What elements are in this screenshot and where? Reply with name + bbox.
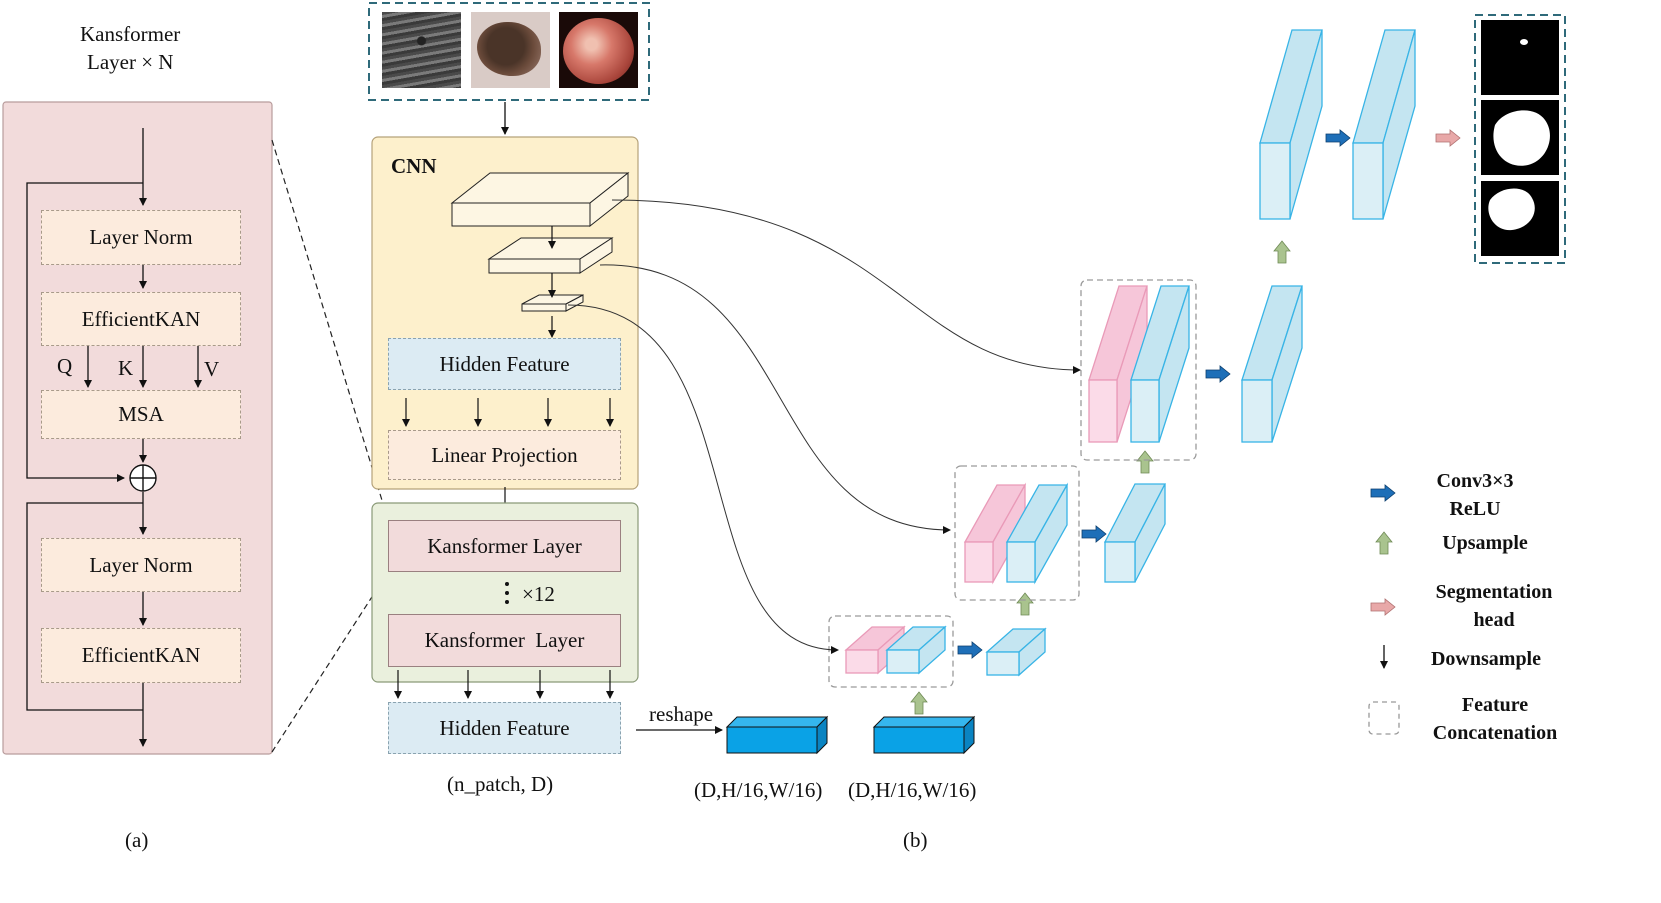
conv-arrow-3 (1205, 365, 1231, 383)
layer-norm-box-1: Layer Norm (41, 210, 241, 265)
legend-conv-line2: ReLU (1449, 498, 1501, 520)
legend-seg-line2: head (1473, 609, 1515, 631)
legend-seg-label: Segmentation head (1421, 578, 1567, 634)
legend-conv-line1: Conv3×3 (1436, 470, 1514, 492)
legend-upsample-icon (1375, 531, 1393, 555)
legend-concat-line2: Concatenation (1432, 722, 1558, 744)
reshape-block-2 (872, 715, 976, 755)
upsample-arrow-4 (1273, 240, 1291, 264)
v-label: V (204, 357, 220, 381)
decoder-cube-2 (1005, 482, 1069, 585)
legend-concat-label: Feature Concatenation (1420, 691, 1570, 747)
concat-box-3 (1080, 279, 1197, 461)
legend-icons (1370, 484, 1396, 616)
zoom-lines (271, 139, 389, 753)
input-images-frame (368, 2, 650, 101)
legend-downsample-label: Downsample (1430, 648, 1541, 670)
decoder-cube-2b (1103, 483, 1167, 583)
legend-conv-icon (1370, 484, 1396, 502)
layer-norm-box-2: Layer Norm (41, 538, 241, 592)
kansformer-layer-box-1: Kansformer Layer (388, 520, 621, 572)
dim-label-2: (D,H/16,W/16) (848, 778, 977, 802)
cnn-feature-slabs (450, 171, 630, 312)
legend-upsample-label: Upsample (1442, 532, 1528, 554)
linear-projection-box: Linear Projection (388, 430, 621, 480)
msa-box: MSA (41, 390, 241, 439)
decoder-cube-4 (1259, 29, 1323, 220)
panel-a-title-line1: Kansformer (80, 22, 181, 46)
skin-lesion-image-icon (471, 12, 550, 88)
reshape-label: reshape (649, 702, 714, 726)
add-circle-icon (129, 464, 157, 492)
n-patch-label: (n_patch, D) (447, 772, 554, 796)
skip-connections (567, 199, 1081, 654)
k-label: K (118, 356, 134, 380)
legend-concat-icon (1368, 701, 1400, 735)
conv-arrow-2 (1081, 525, 1107, 543)
decoder-cube-4b (1352, 29, 1416, 220)
endoscopy-image-icon (559, 12, 638, 88)
seg-head-arrow (1435, 129, 1461, 147)
upsample-arrow-1 (910, 691, 928, 715)
efficient-kan-box-2: EfficientKAN (41, 628, 241, 683)
ultrasound-image-icon (382, 12, 461, 88)
cnn-label: CNN (391, 154, 437, 178)
skip-cube-1 (844, 625, 906, 675)
decoder-cube-3b (1241, 285, 1303, 443)
hidden-feature-box-1: Hidden Feature (388, 338, 621, 390)
legend-concat-line1: Feature (1461, 694, 1529, 716)
legend-seg-line1: Segmentation (1435, 581, 1553, 603)
panel-a-connectors (26, 128, 202, 747)
caption-a: (a) (125, 828, 149, 852)
hidden-feature-box-2: Hidden Feature (388, 702, 621, 754)
kansformer-layer-box-2: Kansformer Layer (388, 614, 621, 667)
output-masks-frame (1474, 14, 1566, 264)
repeat-label: ×12 (522, 582, 555, 606)
reshape-block-1 (725, 715, 829, 755)
caption-b: (b) (903, 828, 928, 852)
dim-label-1: (D,H/16,W/16) (694, 778, 823, 802)
concat-box-1 (828, 615, 954, 688)
decoder-cube-3 (1130, 285, 1190, 443)
efficient-kan-box-1: EfficientKAN (41, 292, 241, 346)
legend-conv-label: Conv3×3 ReLU (1420, 467, 1530, 523)
legend-seg-icon (1370, 598, 1396, 616)
repeat-dots (505, 582, 509, 604)
upsample-arrow-3 (1136, 450, 1154, 474)
decoder-cube-1b (985, 627, 1047, 677)
q-label: Q (57, 354, 73, 378)
decoder-cube-1 (885, 625, 947, 675)
decoder-stages (828, 29, 1461, 715)
panel-a-title-line2: Layer × N (87, 50, 174, 74)
skip-cube-2 (963, 482, 1027, 585)
mask-icon (1481, 20, 1559, 256)
upsample-arrow-2 (1016, 592, 1034, 616)
conv-arrow-1 (957, 641, 983, 659)
concat-box-2 (954, 465, 1080, 601)
conv-arrow-4 (1325, 129, 1351, 147)
